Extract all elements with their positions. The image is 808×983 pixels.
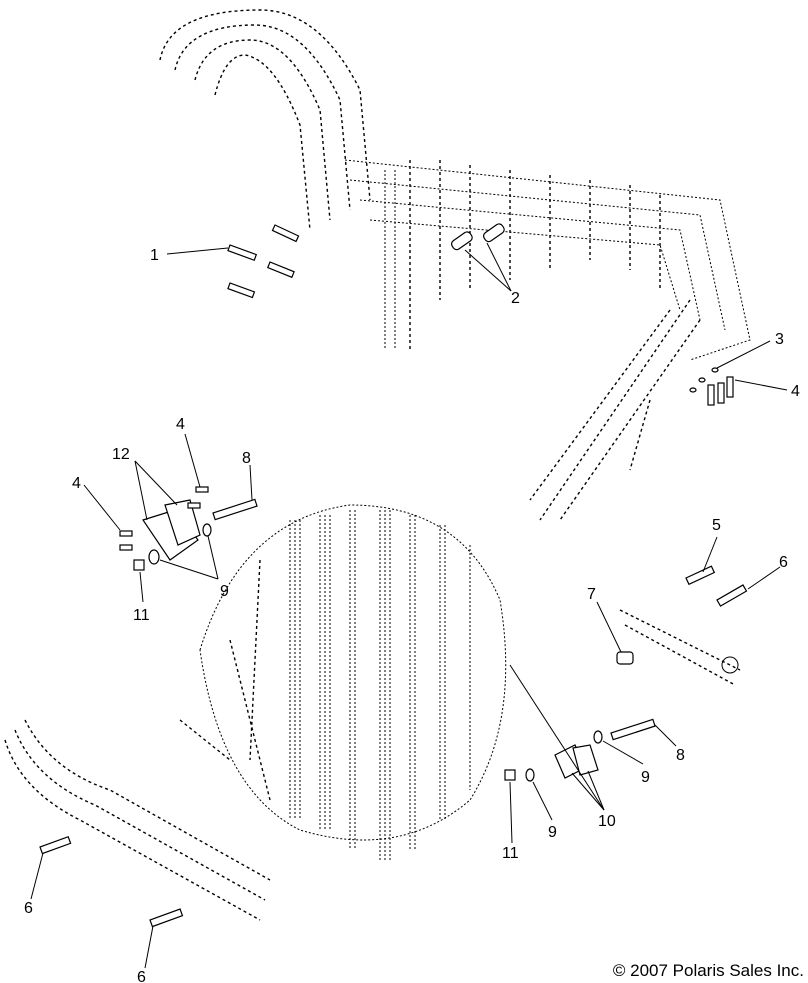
- callout-4-top: 4: [176, 416, 185, 433]
- fasteners-group-3-4: [689, 367, 734, 406]
- lower-left-tube: [4, 719, 271, 921]
- bolts-group-1: [227, 224, 300, 299]
- upper-frame-tube: [159, 9, 751, 361]
- callout-9-left: 9: [220, 583, 229, 600]
- callout-12: 12: [112, 446, 130, 463]
- copyright-notice: © 2007 Polaris Sales Inc.: [612, 961, 804, 980]
- right-hardware: [616, 565, 748, 665]
- callout-4-left: 4: [72, 475, 81, 492]
- callout-11-left: 11: [133, 607, 150, 624]
- central-bulkhead: [179, 504, 507, 860]
- leader-lines: [30, 242, 788, 969]
- callout-4-right: 4: [791, 383, 800, 400]
- callout-11-bottom: 11: [502, 845, 519, 862]
- callout-6-bottom: 6: [137, 969, 146, 983]
- callout-1: 1: [150, 247, 159, 264]
- callout-3: 3: [775, 331, 784, 348]
- callout-2: 2: [511, 290, 520, 307]
- brackets-group-2: [450, 223, 505, 251]
- callout-6-left: 6: [24, 900, 33, 917]
- callout-7: 7: [587, 586, 596, 603]
- callout-8-lower: 8: [676, 747, 685, 764]
- left-bracket-assembly: [119, 486, 258, 571]
- lower-right-bracket-assembly: [504, 718, 656, 782]
- callout-5: 5: [712, 517, 721, 534]
- lower-left-bolts: [39, 835, 184, 928]
- callout-8-upper: 8: [242, 450, 251, 467]
- diagonal-down-tube: [529, 299, 701, 521]
- callout-9-right: 9: [641, 769, 650, 786]
- callout-6-right: 6: [779, 554, 788, 571]
- callout-10: 10: [598, 813, 616, 830]
- right-side-tube: [619, 609, 741, 686]
- callout-9-bottom: 9: [548, 824, 557, 841]
